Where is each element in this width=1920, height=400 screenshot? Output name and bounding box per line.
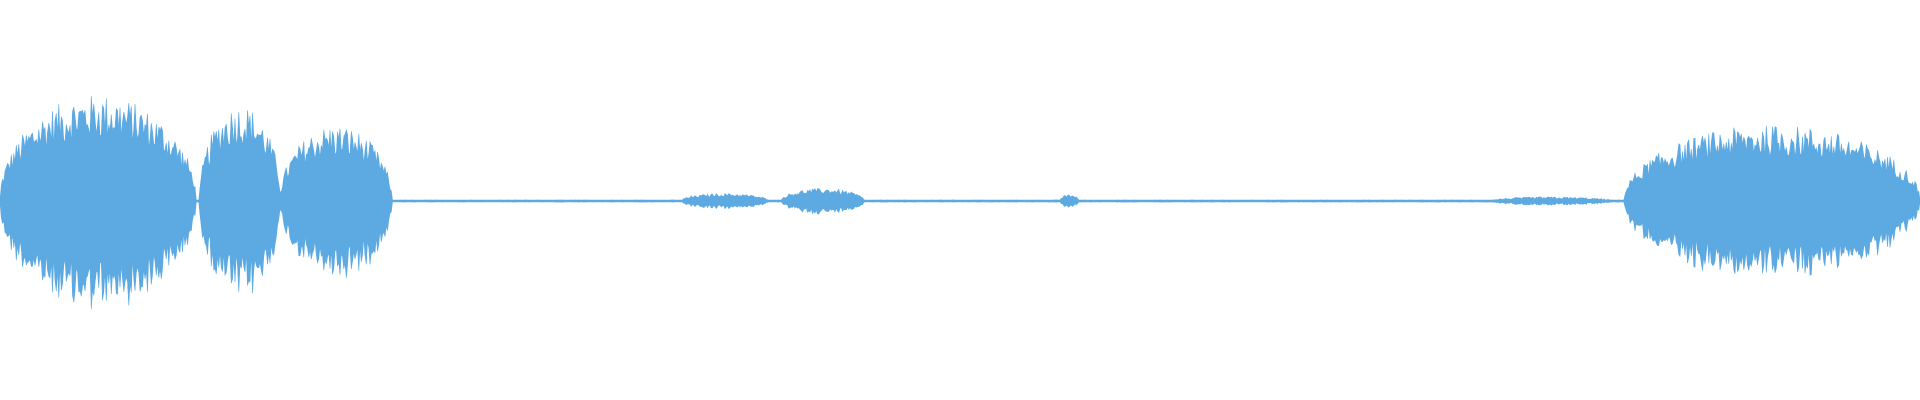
waveform-envelope	[0, 95, 1920, 310]
